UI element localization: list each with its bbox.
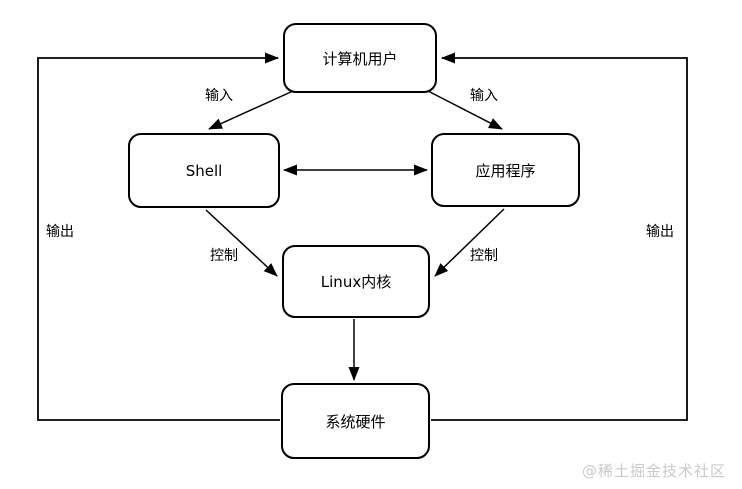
arrow-hardware-to-user-right-loop bbox=[431, 52, 688, 421]
node-linux-kernel: Linux内核 bbox=[282, 245, 430, 318]
node-application-label: 应用程序 bbox=[475, 161, 536, 180]
arrow-user-to-shell bbox=[208, 90, 294, 130]
edge-label-control-right: 控制 bbox=[468, 248, 500, 264]
node-computer-user-label: 计算机用户 bbox=[322, 49, 398, 68]
node-shell: Shell bbox=[128, 133, 280, 208]
edge-label-control-left: 控制 bbox=[208, 248, 240, 264]
edge-label-output-left: 输出 bbox=[44, 224, 76, 240]
node-computer-user: 计算机用户 bbox=[283, 23, 437, 93]
arrow-app-to-kernel bbox=[434, 208, 505, 277]
juejin-watermark: @稀土掘金技术社区 bbox=[581, 462, 726, 480]
node-system-hardware: 系统硬件 bbox=[281, 383, 430, 459]
arrow-shell-to-kernel bbox=[205, 209, 278, 277]
node-linux-kernel-label: Linux内核 bbox=[320, 273, 392, 291]
node-application: 应用程序 bbox=[431, 133, 580, 207]
edge-label-input-right: 输入 bbox=[468, 88, 500, 104]
node-shell-label: Shell bbox=[185, 161, 223, 180]
arrow-user-to-app bbox=[427, 90, 503, 130]
edge-label-output-right: 输出 bbox=[644, 224, 676, 240]
node-system-hardware-label: 系统硬件 bbox=[325, 412, 386, 431]
arrow-hardware-to-user-left-loop bbox=[37, 52, 280, 421]
edge-label-input-left: 输入 bbox=[203, 88, 235, 104]
